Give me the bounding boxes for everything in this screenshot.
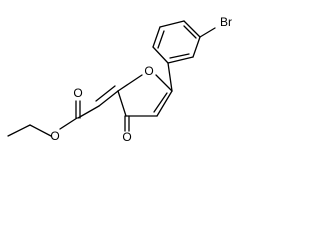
bromine-label: Br	[220, 15, 232, 29]
exocyclic-double-bond-a	[98, 90, 119, 107]
phenyl-inner-bond-1	[157, 30, 165, 49]
ketone-oxygen-label: O	[122, 130, 131, 144]
ring-phenyl-bond	[167, 62, 173, 92]
ring-o1-c5-bond	[155, 74, 173, 92]
ring-c5-c4-double-bond-a	[156, 90, 173, 117]
carbon-bromine-bond	[199, 27, 216, 38]
phenyl-bond-2	[152, 26, 161, 48]
phenyl-bond-3	[159, 20, 185, 28]
ethyl-ch3-ch2-bond	[7, 124, 31, 137]
phenyl-bond-1	[152, 46, 169, 64]
phenyl-bond-5	[192, 36, 201, 58]
ring-c5-c4-double-bond-b	[153, 92, 168, 113]
chemical-structure: O O O O Br	[7, 15, 232, 144]
exocyclic-double-bond-b	[95, 85, 116, 102]
ester-ether-oxygen-label: O	[50, 129, 59, 143]
phenyl-bond-6	[167, 56, 194, 64]
ring-c3-c2-bond	[117, 90, 127, 117]
carbonyl-alpha-bond	[77, 105, 100, 119]
ester-o-carbonyl-bond	[59, 117, 78, 130]
ring-c2-o1-bond	[117, 74, 143, 92]
phenyl-inner-bond-3	[169, 53, 190, 59]
ring-oxygen-label: O	[144, 64, 153, 78]
ethyl-ch2-o-bond	[29, 124, 52, 137]
phenyl-bond-4	[183, 20, 201, 38]
phenyl-inner-bond-2	[183, 25, 197, 39]
ester-carbonyl-oxygen-label: O	[73, 86, 82, 100]
